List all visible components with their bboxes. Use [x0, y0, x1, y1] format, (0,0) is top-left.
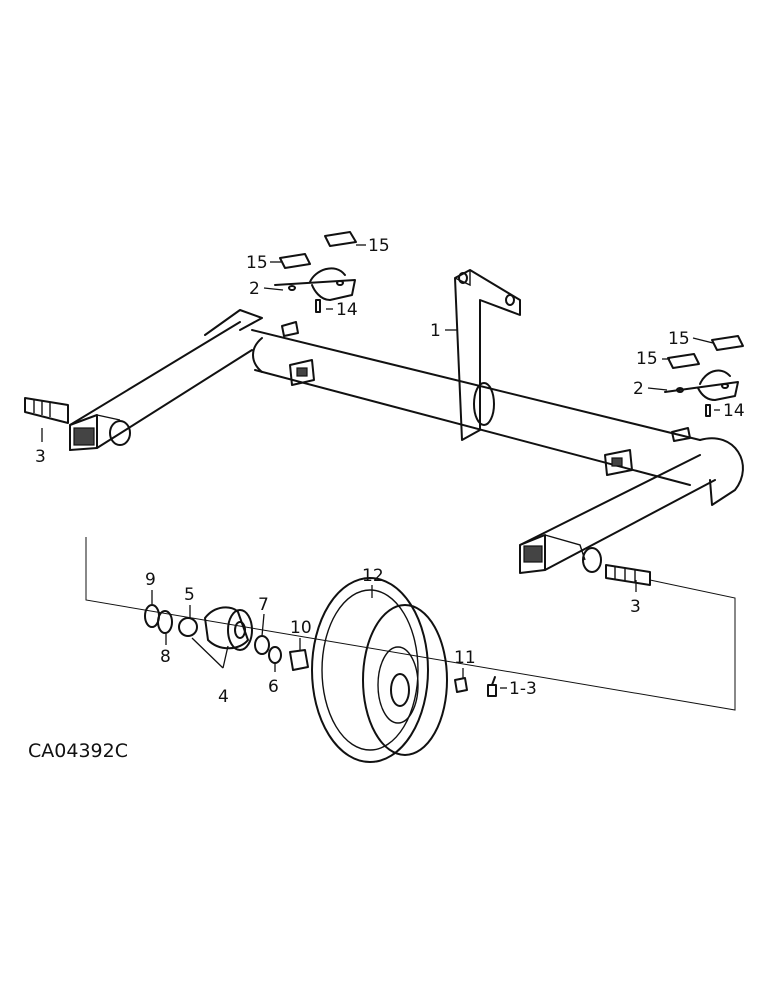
callout-6: 6 [268, 677, 279, 697]
callout-4: 4 [218, 687, 229, 707]
drawing-code: CA04392C [28, 740, 128, 762]
callout-7: 7 [258, 595, 269, 615]
leader-lines [41, 244, 720, 689]
hub-components [144, 604, 309, 671]
callout-15-left: 15 [246, 253, 268, 273]
callout-2-left: 2 [249, 279, 260, 299]
spindle-left [24, 397, 69, 424]
spindle-right [605, 564, 651, 586]
callout-15-top: 15 [368, 236, 390, 256]
callout-12: 12 [362, 566, 384, 586]
callout-3-left: 3 [35, 447, 46, 467]
bolts [315, 299, 711, 417]
callout-13: 1-3 [509, 679, 537, 699]
callout-14-right: 14 [723, 401, 745, 421]
callout-3-right: 3 [630, 597, 641, 617]
callout-5: 5 [184, 585, 195, 605]
shims [279, 231, 744, 369]
axle-frame [69, 309, 744, 574]
clamp-left [274, 267, 356, 301]
callout-1: 1 [430, 321, 441, 341]
clamp-right [664, 369, 739, 401]
callout-11: 11 [454, 648, 476, 668]
callout-15-right-top: 15 [668, 329, 690, 349]
valve-stem [487, 676, 497, 697]
callout-14-left: 14 [336, 300, 358, 320]
callout-2-right: 2 [633, 379, 644, 399]
wheel-rim [311, 577, 448, 763]
lug-nut [454, 677, 468, 693]
callout-9: 9 [145, 570, 156, 590]
callout-10: 10 [290, 618, 312, 638]
exploded-view-outline [85, 537, 736, 711]
callout-15-right: 15 [636, 349, 658, 369]
callout-8: 8 [160, 647, 171, 667]
mounting-plate [454, 269, 521, 441]
callout-labels: 1 2 2 3 3 4 5 6 7 8 9 10 11 12 1-3 14 14… [35, 236, 745, 707]
